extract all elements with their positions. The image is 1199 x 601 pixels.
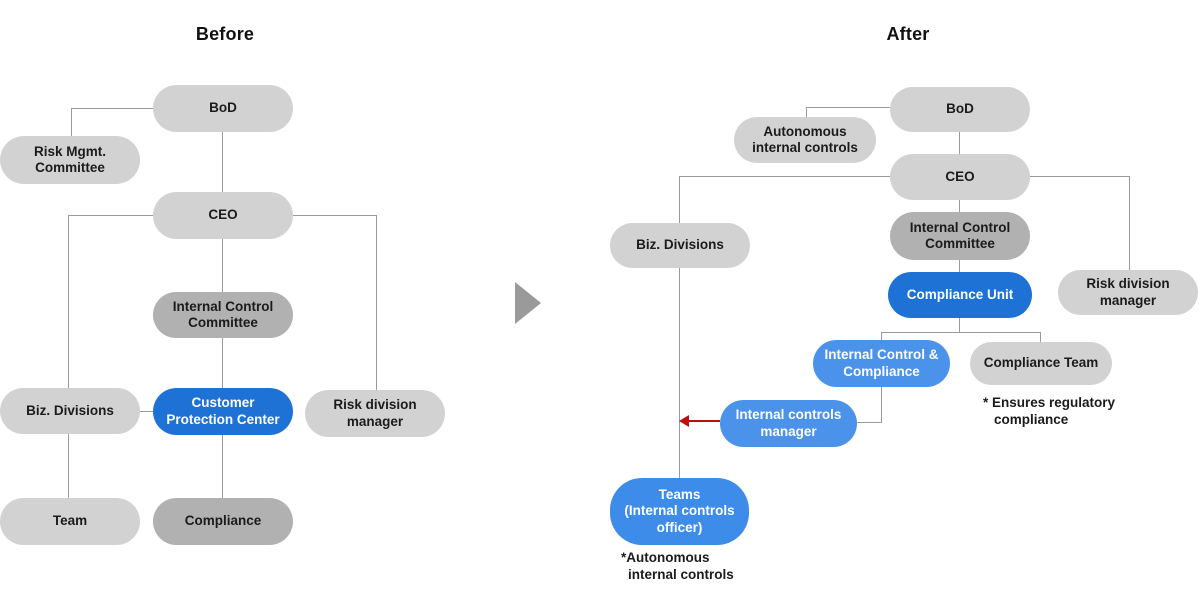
node-before-internal-control-committee: Internal Control Committee: [153, 292, 293, 338]
connector: [959, 132, 960, 154]
node-label: Risk division manager: [333, 397, 417, 429]
node-before-team: Team: [0, 498, 140, 545]
node-after-autonomous-internal-controls: Autonomous internal controls: [734, 117, 876, 163]
connector: [68, 434, 69, 498]
node-after-teams: Teams (Internal controls officer): [610, 478, 749, 545]
note-line: *Autonomous: [621, 550, 710, 565]
node-label: Customer Protection Center: [166, 395, 280, 427]
node-label: BoD: [209, 100, 237, 116]
connector: [376, 215, 377, 390]
node-label: Biz. Divisions: [26, 402, 114, 418]
node-after-compliance-team: Compliance Team: [970, 342, 1112, 385]
node-before-biz-divisions: Biz. Divisions: [0, 388, 140, 434]
connector: [806, 107, 890, 108]
connector: [1040, 332, 1041, 342]
node-label: Biz. Divisions: [636, 237, 724, 253]
connector: [71, 108, 72, 136]
note-ensures-regulatory-compliance: * Ensures regulatory compliance: [983, 394, 1115, 428]
node-after-risk-division-manager: Risk division manager: [1058, 270, 1198, 315]
connector: [1129, 176, 1130, 270]
node-label: Risk division manager: [1086, 276, 1170, 308]
connector: [959, 260, 960, 272]
connector: [959, 318, 960, 332]
node-label: Risk Mgmt. Committee: [33, 143, 106, 175]
connector: [71, 108, 153, 109]
node-after-bod: BoD: [890, 87, 1030, 132]
node-label: Team: [52, 513, 88, 529]
after-title: After: [886, 24, 930, 44]
note-line: internal controls: [628, 567, 734, 582]
connector: [680, 176, 890, 177]
node-after-compliance-unit: Compliance Unit: [888, 272, 1032, 318]
node-after-biz-divisions: Biz. Divisions: [610, 223, 750, 268]
node-label: CEO: [945, 168, 975, 184]
node-before-compliance: Compliance: [153, 498, 293, 545]
connector: [293, 215, 376, 216]
node-label: Compliance Team: [983, 355, 1099, 371]
connector: [881, 387, 882, 423]
connector: [68, 215, 153, 216]
note-line: * Ensures regulatory: [983, 395, 1116, 410]
node-before-bod: BoD: [153, 85, 293, 132]
red-arrow-line: [687, 420, 720, 422]
node-label: Teams (Internal controls officer): [624, 486, 735, 535]
node-before-risk-mgmt-committee: Risk Mgmt. Committee: [0, 136, 140, 184]
node-before-customer-protection-center: Customer Protection Center: [153, 388, 293, 435]
node-before-risk-division-manager: Risk division manager: [305, 390, 445, 437]
node-label: Internal Control Committee: [909, 219, 1011, 251]
node-label: Autonomous internal controls: [752, 123, 858, 155]
red-arrow-head-icon: [679, 415, 689, 427]
node-after-internal-control-and-compliance: Internal Control & Compliance: [813, 340, 950, 387]
node-label: Compliance: [184, 513, 262, 529]
before-to-after-arrow-icon: [515, 282, 541, 324]
connector: [1030, 176, 1130, 177]
connector: [222, 132, 223, 192]
connector: [881, 332, 1041, 333]
connector: [679, 176, 680, 478]
connector: [222, 239, 223, 292]
note-line: compliance: [994, 412, 1069, 427]
node-label: Internal Control & Compliance: [824, 347, 939, 379]
connector: [806, 107, 807, 117]
node-label: BoD: [946, 101, 974, 117]
connector: [222, 435, 223, 498]
connector: [959, 200, 960, 212]
connector: [68, 215, 69, 388]
node-before-ceo: CEO: [153, 192, 293, 239]
node-label: Compliance Unit: [906, 286, 1014, 302]
connector: [881, 332, 882, 340]
before-title: Before: [195, 24, 255, 44]
node-after-internal-controls-manager: Internal controls manager: [720, 400, 857, 447]
node-after-internal-control-committee: Internal Control Committee: [890, 212, 1030, 260]
connector: [857, 422, 881, 423]
note-autonomous-internal-controls: *Autonomous internal controls: [621, 549, 734, 583]
connector: [222, 338, 223, 388]
node-label: CEO: [208, 207, 238, 223]
node-label: Internal Control Committee: [172, 298, 274, 330]
node-after-ceo: CEO: [890, 154, 1030, 200]
node-label: Internal controls manager: [735, 407, 842, 439]
connector: [140, 411, 153, 412]
